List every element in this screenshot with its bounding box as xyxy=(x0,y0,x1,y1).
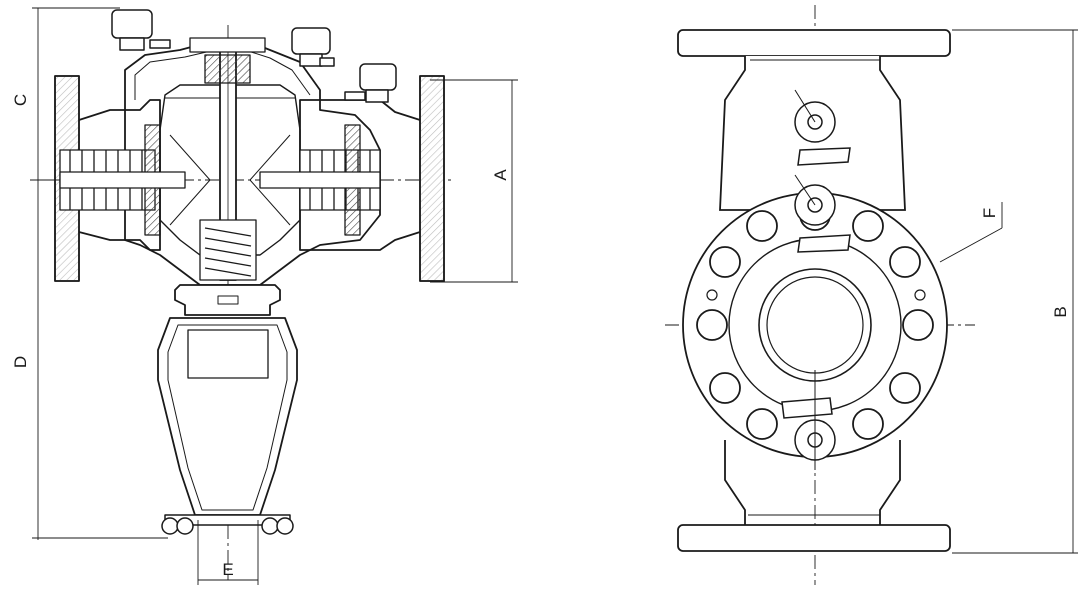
dim-label-C: C xyxy=(11,94,30,106)
top-pipe-flange xyxy=(677,29,951,57)
top-cover xyxy=(189,37,266,84)
end-fitting-upper xyxy=(794,89,851,166)
left-disc xyxy=(59,124,211,236)
pilot-solenoid-3 xyxy=(344,63,397,103)
right-disc xyxy=(249,124,381,236)
dim-label-B: B xyxy=(1051,306,1070,317)
dim-label-A: A xyxy=(491,169,510,181)
dim-label-E: E xyxy=(222,560,233,579)
bottom-flange xyxy=(161,514,294,535)
small-holes xyxy=(706,289,926,301)
end-view xyxy=(665,5,975,585)
end-fitting-middle xyxy=(794,174,851,253)
right-flange xyxy=(299,75,445,282)
section-view xyxy=(30,9,455,580)
dimensions-left xyxy=(32,7,518,585)
bolt-holes xyxy=(696,199,934,453)
dim-label-D: D xyxy=(11,356,30,368)
dimension-labels: C D A E B F xyxy=(11,94,1070,579)
pilot-solenoid-2 xyxy=(291,27,335,67)
spring-housing xyxy=(199,219,257,281)
lower-body xyxy=(724,440,901,525)
dimensions-right xyxy=(939,29,1078,554)
pilot-solenoid-1 xyxy=(111,9,171,51)
bottom-pipe-flange xyxy=(677,524,951,552)
end-fitting-lower xyxy=(781,370,836,470)
dim-label-F: F xyxy=(980,208,999,218)
